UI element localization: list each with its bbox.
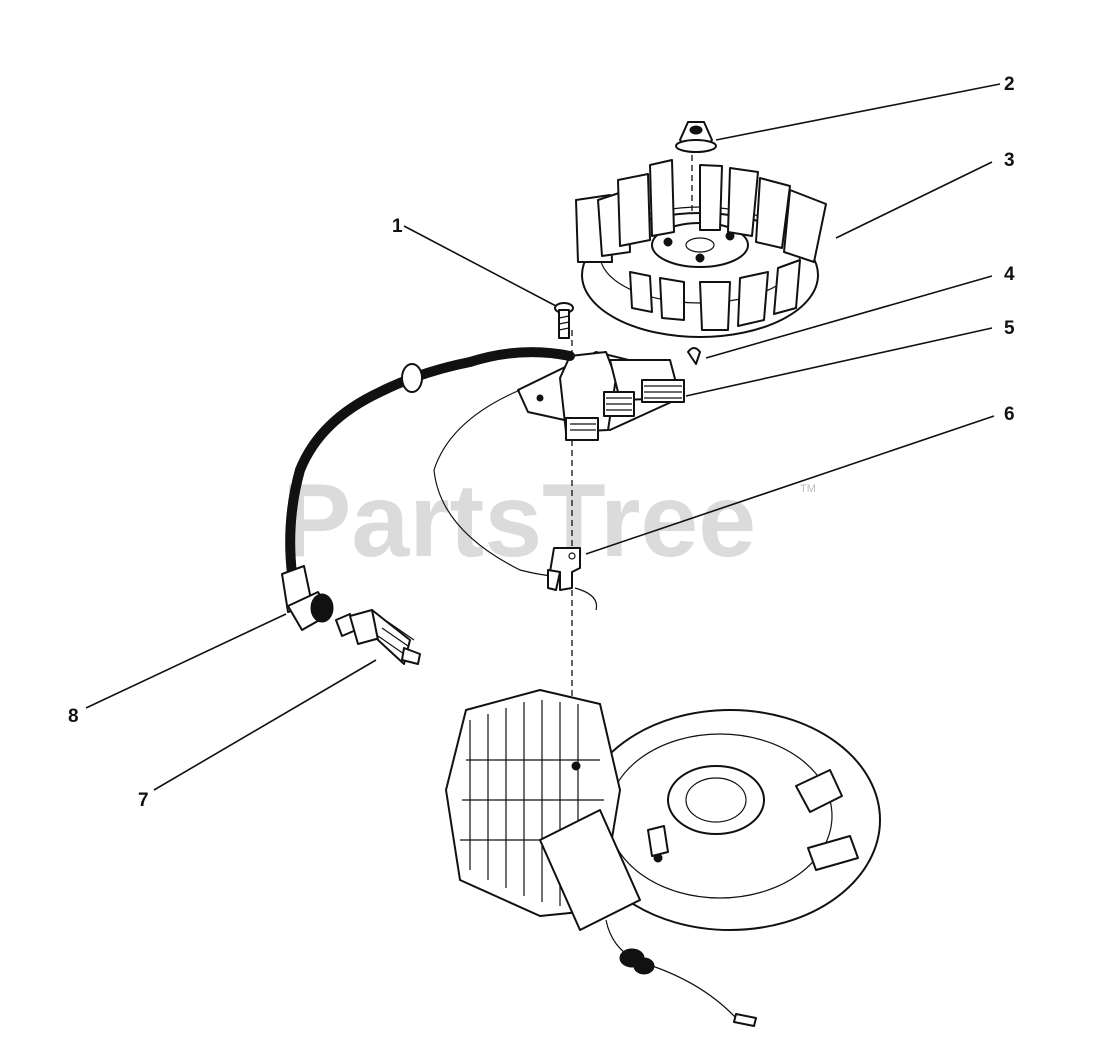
callout-8: 8 bbox=[68, 706, 79, 727]
leader-lines bbox=[85, 83, 1001, 791]
leader-line-3 bbox=[835, 161, 993, 239]
leader-line-8 bbox=[85, 613, 287, 709]
leader-line-1 bbox=[403, 225, 557, 307]
watermark: PartsTree TM bbox=[282, 463, 816, 579]
watermark-text: PartsTree bbox=[282, 463, 756, 579]
callout-5: 5 bbox=[1004, 318, 1015, 339]
ignition-module-drawing bbox=[517, 351, 685, 441]
callout-4: 4 bbox=[1004, 264, 1015, 285]
leader-line-2 bbox=[715, 83, 1001, 141]
stop-lead-drawing bbox=[605, 919, 757, 1027]
key-drawing bbox=[687, 347, 701, 365]
leader-line-7 bbox=[153, 659, 377, 791]
callout-3: 3 bbox=[1004, 150, 1015, 171]
engine-block-drawing bbox=[445, 689, 881, 931]
callout-6: 6 bbox=[1004, 404, 1015, 425]
ground-wire-drawing bbox=[433, 389, 598, 611]
leader-line-6 bbox=[585, 415, 995, 555]
spark-plug-drawing bbox=[335, 609, 421, 665]
bracket-drawing bbox=[547, 547, 581, 591]
callout-labels: 1 2 3 4 5 6 7 8 bbox=[68, 74, 1015, 811]
leader-line-4 bbox=[705, 275, 993, 359]
callout-1: 1 bbox=[392, 216, 403, 237]
flywheel-drawing bbox=[575, 159, 827, 338]
leader-line-5 bbox=[685, 327, 993, 397]
callout-2: 2 bbox=[1004, 74, 1015, 95]
trademark-mark: TM bbox=[800, 483, 816, 495]
spark-plug-lead-drawing bbox=[281, 347, 575, 631]
nut-drawing bbox=[675, 121, 717, 153]
screw-drawing bbox=[554, 302, 574, 339]
callout-7: 7 bbox=[138, 790, 149, 811]
